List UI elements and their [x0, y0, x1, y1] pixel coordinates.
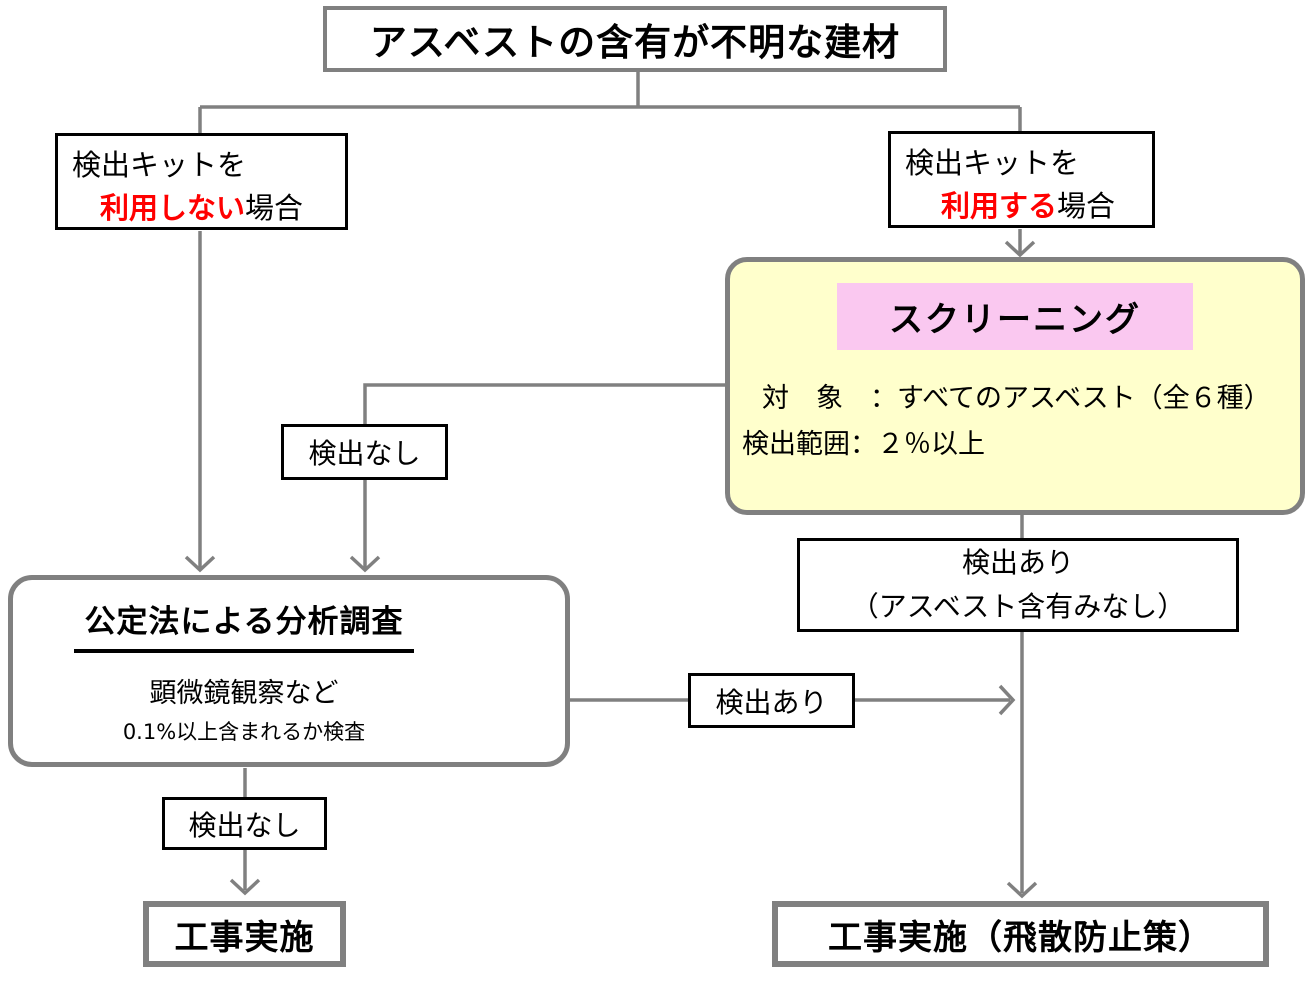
detection-found-label: 検出あり — [688, 673, 855, 728]
connector-screening-official — [363, 383, 725, 568]
arrowhead-down — [229, 878, 261, 896]
branch-kit-line2: 利用する場合 — [891, 185, 1152, 228]
no-detection-label-2: 検出なし — [162, 797, 327, 850]
screening-body: 対 象 ：すべてのアスベスト（全６種） 検出範囲：２％以上 — [730, 376, 1300, 468]
branch-no-kit-line1: 検出キットを — [72, 148, 247, 182]
arrowhead-right — [998, 684, 1016, 716]
official-analysis-method: 顕微鏡観察など — [149, 678, 339, 709]
arrowhead-down — [184, 555, 216, 573]
screening-target-line: 対 象 ：すべてのアスベスト（全６種） — [762, 383, 1271, 414]
no-detection-label-2-text: 検出なし — [188, 808, 301, 842]
construction-node: 工事実施 — [143, 901, 346, 967]
arrowhead-down — [1004, 240, 1036, 258]
detection-deemed-line1: 検出あり — [961, 546, 1074, 579]
branch-no-kit-line2: 利用しない場合 — [58, 187, 345, 230]
construction-label: 工事実施 — [174, 917, 315, 958]
no-detection-label-1-text: 検出なし — [308, 437, 421, 470]
detection-found-label-text: 検出あり — [715, 685, 828, 719]
start-label: アスベストの含有が不明な建材 — [369, 21, 901, 64]
branch-kit-highlight: 利用する — [941, 189, 1058, 223]
construction-containment-node: 工事実施（飛散防止策） — [772, 901, 1269, 967]
detection-deemed-line2: （アスベスト含有みなし） — [850, 590, 1186, 623]
no-detection-label-1: 検出なし — [281, 424, 448, 480]
branch-kit-suffix: 場合 — [1057, 189, 1116, 223]
branch-no-kit-suffix: 場合 — [245, 191, 304, 225]
arrowhead-down — [349, 555, 381, 573]
start-node: アスベストの含有が不明な建材 — [323, 6, 947, 72]
branch-kit-line1: 検出キットを — [905, 146, 1080, 180]
official-analysis-title: 公定法による分析調査 — [74, 596, 414, 653]
screening-node: スクリーニング 対 象 ：すべてのアスベスト（全６種） 検出範囲：２％以上 — [725, 257, 1305, 515]
screening-title-wrap: スクリーニング — [730, 283, 1300, 350]
branch-no-kit-node: 検出キットを 利用しない場合 — [55, 133, 348, 230]
branch-no-kit-highlight: 利用しない — [100, 191, 246, 225]
construction-containment-label: 工事実施（飛散防止策） — [828, 917, 1213, 958]
branch-kit-node: 検出キットを 利用する場合 — [888, 131, 1155, 228]
official-analysis-criteria: 0.1%以上含まれるか検査 — [122, 720, 366, 744]
screening-range-line: 検出範囲：２％以上 — [742, 429, 985, 460]
official-analysis-node: 公定法による分析調査 顕微鏡観察など 0.1%以上含まれるか検査 — [8, 575, 570, 767]
arrowhead-down — [1006, 881, 1038, 899]
screening-title: スクリーニング — [837, 283, 1193, 350]
detection-deemed-node: 検出あり （アスベスト含有みなし） — [797, 538, 1239, 632]
